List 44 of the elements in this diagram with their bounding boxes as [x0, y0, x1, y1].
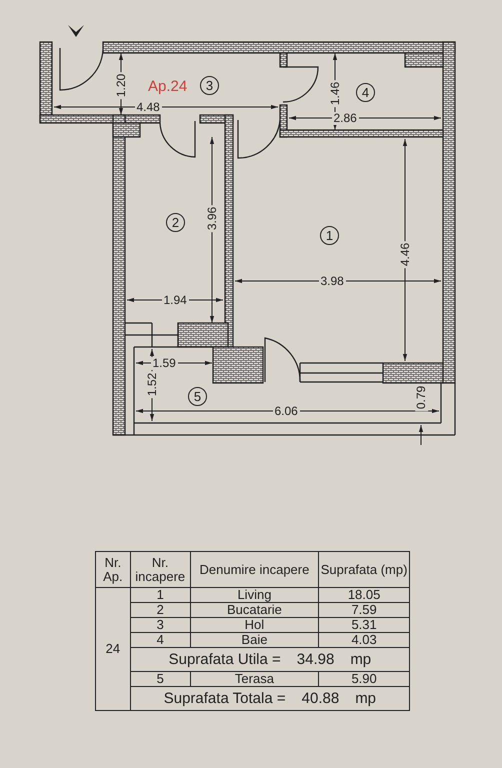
dimension-label: 3.98	[318, 274, 346, 288]
room-number: 3	[200, 76, 219, 95]
area-cell: 4.03	[318, 632, 410, 648]
dimension-label: 0.79	[414, 383, 428, 411]
total-area-value: 40.88	[302, 690, 340, 706]
room-name-cell: Baie	[190, 632, 319, 648]
area-unit: mp	[355, 690, 376, 706]
room-number: 5	[188, 387, 207, 406]
area-cell: 5.90	[318, 672, 410, 686]
room-name-cell: Bucatarie	[190, 602, 319, 618]
header-cell: Suprafata (mp)	[318, 552, 410, 588]
area-cell: 18.05	[318, 588, 410, 602]
area-cell: 7.59	[318, 602, 410, 618]
total-area-value: 34.98	[296, 650, 334, 668]
apartment-number-cell: 24	[96, 588, 130, 710]
area-cell: 5.31	[318, 618, 410, 632]
dimension-label: 2.86	[332, 112, 359, 124]
room-number: 2	[166, 213, 185, 232]
dimension-label: 1.20	[114, 71, 128, 99]
total-area-label: Suprafata Totala =	[164, 690, 286, 706]
dimension-label: 3.96	[206, 204, 219, 232]
dimension-label: 6.06	[272, 404, 300, 418]
room-number-cell: 2	[130, 602, 190, 618]
header-cell: Nr. incapere	[130, 552, 190, 588]
room-number: 1	[320, 226, 339, 245]
room-number-cell: 3	[130, 618, 190, 632]
apartment-label: Ap.24	[148, 78, 188, 95]
header-cell: Nr. Ap.	[96, 552, 130, 588]
room-number-cell: 4	[130, 632, 190, 648]
header-cell: Denumire incapere	[190, 552, 319, 588]
room-name-cell: Hol	[190, 618, 319, 632]
dimension-label: 4.48	[134, 100, 162, 114]
dimension-label: 1.94	[162, 294, 189, 306]
dimension-label: 4.46	[398, 240, 412, 268]
area-unit: mp	[350, 650, 372, 668]
room-name-cell: Living	[190, 588, 319, 602]
room-number-cell: 1	[130, 588, 190, 602]
room-number-cell: 5	[130, 672, 190, 686]
total-area-label: Suprafata Utila =	[168, 650, 281, 668]
room-name-cell: Terasa	[190, 672, 319, 686]
dimension-label: 1.59	[150, 356, 178, 370]
dimension-label: 1.46	[328, 79, 342, 107]
room-number: 4	[356, 83, 375, 102]
dimension-label: 1.52	[146, 370, 159, 398]
